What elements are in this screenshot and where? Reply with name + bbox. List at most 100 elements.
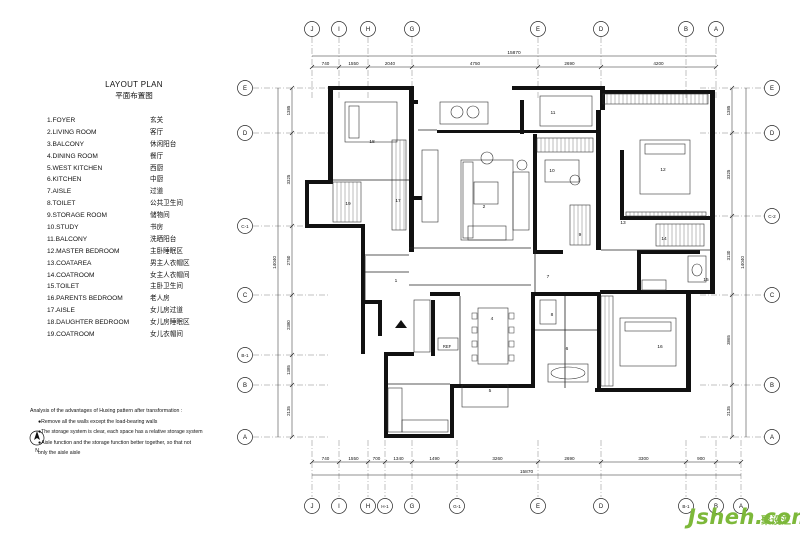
wall xyxy=(361,300,381,304)
axis-bubble xyxy=(678,21,694,37)
legend-item-zh: 西厨 xyxy=(150,164,164,172)
wall xyxy=(414,196,422,200)
legend-item-zh: 客厅 xyxy=(150,128,164,136)
entry-arrow-icon xyxy=(395,320,407,328)
axis-bubble-label: E xyxy=(536,504,540,510)
wall xyxy=(637,250,641,290)
room-number: 15 xyxy=(703,277,709,283)
room-number: 1 xyxy=(395,278,398,284)
axis-bubble xyxy=(678,498,694,514)
dimension-tick xyxy=(289,85,295,91)
dimension-label: 3130 xyxy=(726,250,731,260)
legend-item-en: 15.TOILET xyxy=(47,283,80,291)
dimension-total: 15870 xyxy=(507,50,521,56)
axis-bubble xyxy=(708,498,724,514)
axis-bubble-label: H-1 xyxy=(381,504,389,509)
dimension-tick xyxy=(289,223,295,229)
axis-bubble-label: I xyxy=(338,504,340,510)
dimension-tick xyxy=(289,382,295,388)
axis-bubble-label: E xyxy=(243,86,247,92)
legend-item-en: 17.AISLE xyxy=(47,307,75,315)
vanity xyxy=(641,279,667,291)
axis-bubble xyxy=(237,80,253,96)
axis-bubble xyxy=(708,21,724,37)
axis-bubble-label: H xyxy=(366,504,370,510)
axis-bubble-label: B xyxy=(684,27,688,33)
analysis-heading: Analysis of the advantages of Huxing pat… xyxy=(30,408,183,414)
dimension-label: 1385 xyxy=(286,105,291,115)
wall xyxy=(384,352,414,356)
balcony-lounge xyxy=(439,101,489,125)
wall xyxy=(437,130,600,133)
dimension-tick xyxy=(289,130,295,136)
axis-bubble xyxy=(237,347,253,363)
legend-item-en: 5.WEST KITCHEN xyxy=(47,164,103,172)
legend-item-zh: 公共卫生间 xyxy=(150,200,183,208)
room-number: 7 xyxy=(547,274,550,280)
dimension-tick xyxy=(729,213,735,219)
bathtub xyxy=(547,363,589,383)
wall xyxy=(378,300,382,336)
analysis-bullet: only the aisle aisle xyxy=(38,450,81,456)
legend-item-en: 10.STUDY xyxy=(47,224,79,232)
aisle-wardrobe xyxy=(391,139,407,231)
axis-bubble-label: A xyxy=(739,504,743,510)
wall xyxy=(620,216,710,220)
bed-pillows xyxy=(644,143,686,155)
dimension-label: 3300 xyxy=(638,456,649,461)
furniture xyxy=(332,93,709,433)
axis-bubble xyxy=(764,125,780,141)
dimension-label: 2380 xyxy=(286,320,291,330)
dimension-label: 1550 xyxy=(348,61,359,66)
wall xyxy=(710,90,715,290)
tv-cabinet xyxy=(421,149,439,223)
axis-bubble xyxy=(237,287,253,303)
analysis-notes: Analysis of the advantages of Huxing pat… xyxy=(30,406,230,459)
axis-bubble xyxy=(764,80,780,96)
dimension-label: 4200 xyxy=(653,61,664,66)
dimension-tick xyxy=(535,459,541,465)
dimension-label: 3325 xyxy=(286,174,291,184)
axis-bubble xyxy=(530,21,546,37)
room-number: 19 xyxy=(345,201,351,207)
legend-item-zh: 洗晒阳台 xyxy=(150,235,177,243)
axis-bubble-label: D xyxy=(599,504,604,510)
axis-bubble xyxy=(377,498,393,514)
legend-item-en: 3.BALCONY xyxy=(47,140,85,148)
axis-bubble-label: G xyxy=(410,27,415,33)
analysis-bullet: ●Remove all the walls except the load-be… xyxy=(38,418,158,425)
room-number: 17 xyxy=(395,198,401,204)
dimension-label: 1385 xyxy=(286,365,291,375)
wall xyxy=(597,292,601,392)
daughter-bed xyxy=(344,101,398,143)
axis-bubble xyxy=(237,218,253,234)
bathtub-basin xyxy=(550,366,586,380)
dining-chair xyxy=(508,312,515,320)
dimension-total: 15870 xyxy=(520,469,534,475)
room-number: 2 xyxy=(483,204,486,210)
dimension-label: 1385 xyxy=(726,105,731,115)
axis-bubble-label: I xyxy=(338,27,340,33)
wall xyxy=(531,292,535,388)
dining-chair xyxy=(471,312,478,320)
wall xyxy=(533,134,537,254)
legend-item-zh: 女儿衣帽间 xyxy=(150,331,183,339)
legend-item-zh: 过道 xyxy=(150,188,164,196)
axis-bubble-label: H xyxy=(366,27,370,33)
legend-item-en: 14.COATROOM xyxy=(47,271,95,279)
dimension-label: 2040 xyxy=(385,61,396,66)
dimension-tick xyxy=(729,434,735,440)
axis-bubble xyxy=(331,21,347,37)
dimension-tick xyxy=(289,292,295,298)
dimension-tick xyxy=(454,459,460,465)
axis-bubble xyxy=(530,498,546,514)
dimension-label: 1340 xyxy=(393,456,404,461)
legend-item-zh: 主卧睡眠区 xyxy=(150,247,183,255)
axis-bubble-label: J xyxy=(311,504,314,510)
